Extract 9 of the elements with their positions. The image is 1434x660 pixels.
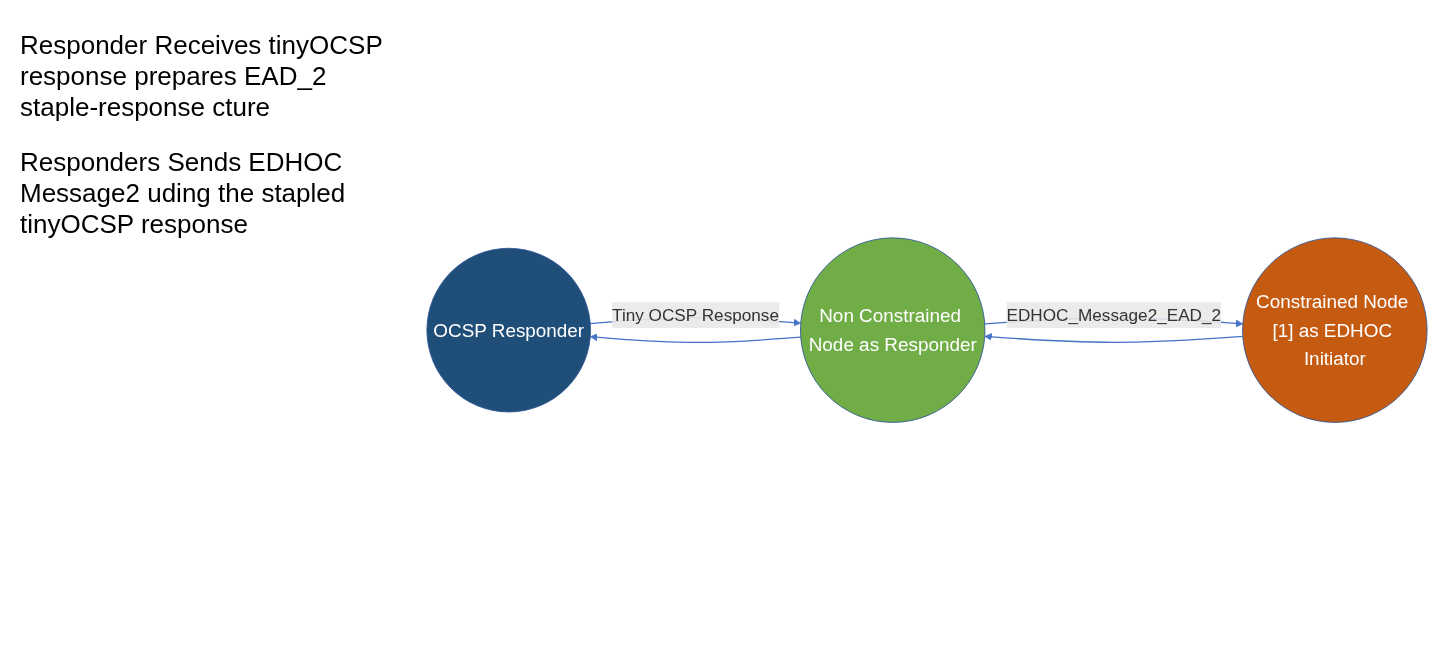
- node-circle: OCSP Responder: [426, 247, 591, 413]
- arrow: [984, 332, 1244, 343]
- note-text: Responders Sends EDHOC Message2 uding the stapled tinyOCSP response: [20, 147, 347, 240]
- edge-label: Tiny OCSP Response: [612, 305, 779, 325]
- arrow: [589, 333, 802, 343]
- node-circle: Constrained Node [1] as EDHOC Initiator: [1242, 237, 1428, 423]
- node-circle: Non Constrained Node as Responder: [800, 237, 986, 423]
- note-text: Responder Receives tinyOCSP response prepares EAD_2 staple-response cture: [20, 30, 384, 123]
- edge-label: EDHOC_Message2_EAD_2: [1006, 305, 1222, 325]
